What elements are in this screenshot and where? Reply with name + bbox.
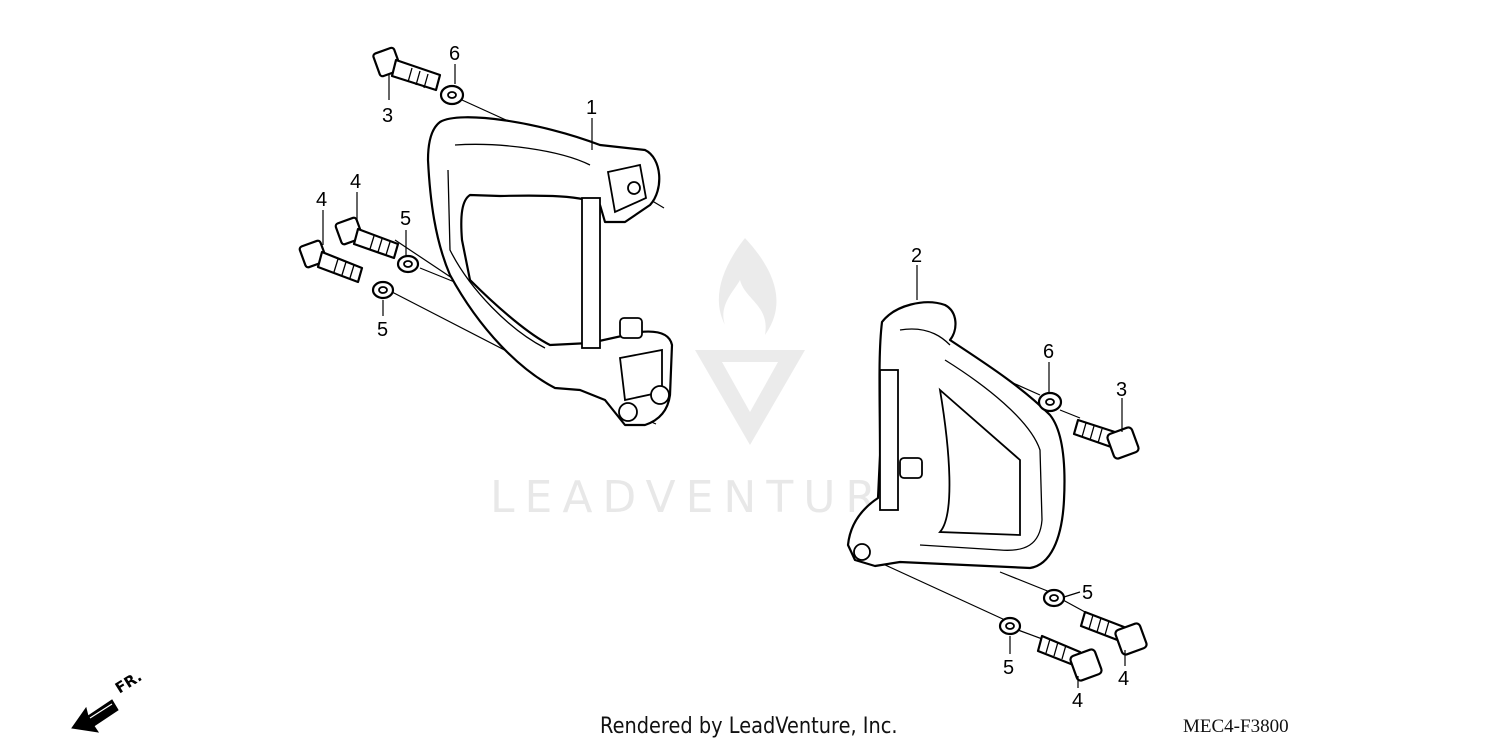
leadventure-watermark: LEADVENTURE: [490, 238, 924, 523]
right-step-bracket: [846, 301, 1066, 570]
bolt-4-left-upper: [334, 216, 400, 260]
bolt-4-right-low: [1036, 634, 1103, 682]
washer-5-right-mid: [1042, 588, 1066, 608]
washer-5-right-low: [998, 616, 1022, 636]
washer-6-top-left: [439, 84, 465, 106]
bolt-4-left-lower: [298, 239, 364, 284]
diagram-code: MEC4-F3800: [1183, 716, 1289, 737]
v-logo-icon: [695, 350, 805, 445]
callout-washer-right-upper: 6: [1043, 341, 1054, 363]
callout-bolt-top-left: 3: [382, 105, 393, 127]
washer-5-left-lower: [371, 280, 395, 300]
washer-5-left-upper: [396, 254, 420, 274]
callout-washer-left-upper: 5: [400, 208, 411, 230]
callout-washer-right-low: 5: [1003, 657, 1014, 679]
flame-logo-icon: [718, 238, 777, 335]
front-direction-arrow-icon: [71, 699, 119, 733]
callout-bolt-right-low: 4: [1072, 690, 1083, 712]
bolt-3-top-left: [372, 46, 442, 92]
callout-ticks: [322, 64, 1126, 688]
render-credit: Rendered by LeadVenture, Inc.: [600, 714, 898, 739]
callout-left-bracket: 1: [586, 97, 597, 119]
washer-6-right: [1037, 391, 1063, 413]
callout-bolt-left-lower: 4: [316, 189, 327, 211]
callout-bolt-right-upper: 3: [1116, 379, 1127, 401]
bolt-4-right-mid: [1079, 610, 1148, 656]
callout-washer-top-left: 6: [449, 43, 460, 65]
callout-washer-left-lower: 5: [377, 319, 388, 341]
bolt-3-right: [1072, 418, 1140, 460]
callout-right-bracket: 2: [911, 245, 922, 267]
watermark-text: LEADVENTURE: [490, 472, 924, 523]
callout-labels: 1 2 3 6 4 4 5 5 6 3 5 4 5 4: [316, 43, 1129, 712]
callout-bolt-left-upper: 4: [350, 171, 361, 193]
left-step-bracket: [426, 116, 674, 427]
callout-bolt-right-mid: 4: [1118, 668, 1129, 690]
callout-washer-right-mid: 5: [1082, 582, 1093, 604]
